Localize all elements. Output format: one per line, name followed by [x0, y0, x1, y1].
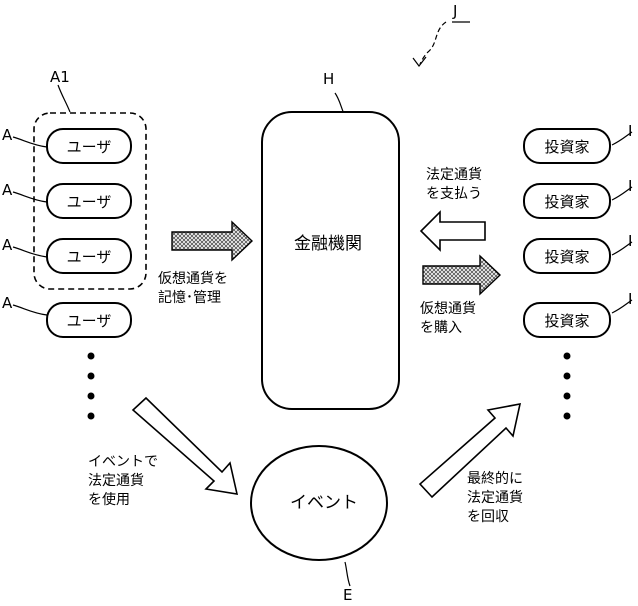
- investor-node: 投資家: [523, 302, 611, 338]
- ref-h: H: [323, 70, 335, 88]
- a-leader-line: [12, 136, 48, 148]
- ref-e: E: [343, 586, 353, 604]
- ref-i: I: [628, 290, 633, 308]
- buy-virtual-caption: 仮想通貨 を購入: [420, 301, 476, 336]
- ref-i: I: [628, 232, 633, 250]
- user-group-boundary: [33, 112, 147, 290]
- ref-a: A: [2, 294, 13, 312]
- ref-a: A: [2, 126, 13, 144]
- user-node: ユーザ: [46, 183, 132, 219]
- event-label: イベント: [290, 493, 358, 513]
- ellipsis-dot: [87, 372, 95, 380]
- investor-node: 投資家: [523, 128, 611, 164]
- ref-a1: A1: [50, 68, 70, 86]
- ref-i: I: [628, 122, 633, 140]
- a-leader-line: [12, 304, 48, 316]
- ref-i: I: [628, 177, 633, 195]
- a1-leader-line: [57, 84, 71, 113]
- i-leader-line: [611, 299, 633, 314]
- a-leader-line: [12, 246, 48, 258]
- user-node: ユーザ: [46, 302, 132, 338]
- ellipsis-dot: [87, 352, 95, 360]
- store-manage-arrow: [171, 220, 254, 262]
- ref-a: A: [2, 181, 13, 199]
- ellipsis-dot: [563, 412, 571, 420]
- collect-legal-caption: 最終的に 法定通貨 を回収: [467, 471, 523, 525]
- investor-node: 投資家: [523, 238, 611, 274]
- pay-legal-caption: 法定通貨 を支払う: [426, 167, 482, 202]
- ellipsis-dot: [563, 392, 571, 400]
- i-leader-line: [611, 131, 633, 146]
- ellipsis-dot: [563, 372, 571, 380]
- user-node: ユーザ: [46, 238, 132, 274]
- ref-a: A: [2, 236, 13, 254]
- event-ellipse: [250, 445, 388, 561]
- user-node: ユーザ: [46, 128, 132, 164]
- i-leader-line: [611, 241, 633, 256]
- ellipsis-dot: [87, 392, 95, 400]
- e-leader-line: [344, 561, 351, 587]
- financial-institution-box: [261, 111, 400, 410]
- i-leader-line: [611, 186, 633, 201]
- ref-j: J: [453, 2, 458, 20]
- pay-legal-arrow: [419, 210, 486, 252]
- j-reference-arrowhead: [412, 56, 427, 67]
- ellipsis-dot: [563, 352, 571, 360]
- j-reference-arrow: [419, 21, 447, 65]
- collect-legal-arrow: [418, 402, 522, 499]
- use-legal-caption: イベントで 法定通貨 を使用: [88, 454, 158, 508]
- ellipsis-dot: [87, 412, 95, 420]
- a-leader-line: [12, 191, 48, 203]
- use-legal-arrow: [131, 396, 239, 495]
- investor-node: 投資家: [523, 183, 611, 219]
- financial-institution-label: 金融機関: [294, 234, 362, 254]
- store-manage-caption: 仮想通貨を 記憶･管理: [158, 271, 228, 306]
- buy-virtual-arrow: [422, 254, 502, 296]
